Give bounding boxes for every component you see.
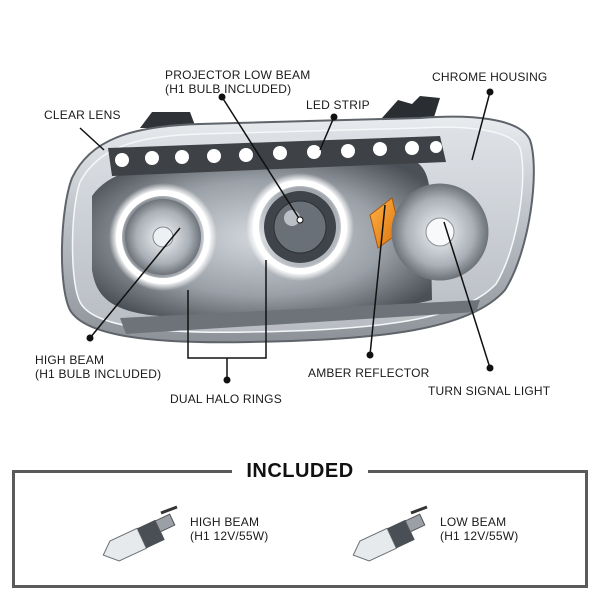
led-10 xyxy=(405,141,419,155)
label-high-beam: HIGH BEAM (H1 BULB INCLUDED) xyxy=(35,353,162,381)
led-8 xyxy=(341,144,355,158)
h1-bulb-icon-low xyxy=(352,505,428,562)
high-beam-center xyxy=(152,226,174,248)
label-amber-reflector: AMBER REFLECTOR xyxy=(308,366,430,380)
led-7 xyxy=(307,145,321,159)
high-beam-halo-ring xyxy=(116,190,210,284)
headlight-illustration xyxy=(61,88,535,384)
low-beam-halo-ring xyxy=(253,180,347,274)
h1-bulb-icon-high xyxy=(102,505,178,562)
led-6 xyxy=(273,146,287,160)
label-turn-signal-light: TURN SIGNAL LIGHT xyxy=(428,384,551,398)
included-title: INCLUDED xyxy=(232,458,368,484)
label-chrome-housing: CHROME HOUSING xyxy=(432,70,548,84)
led-11 xyxy=(430,141,442,153)
callout-lines xyxy=(79,91,491,380)
label-clear-lens: CLEAR LENS xyxy=(44,108,121,122)
label-led-strip: LED STRIP xyxy=(306,98,370,112)
led-1 xyxy=(115,153,129,167)
bottom-trim xyxy=(120,300,480,334)
label-dual-halo-rings: DUAL HALO RINGS xyxy=(170,392,282,406)
label-included-low-beam: LOW BEAM (H1 12V/55W) xyxy=(440,515,519,543)
callout-dots xyxy=(86,88,494,384)
led-4 xyxy=(207,149,221,163)
led-2 xyxy=(145,151,159,165)
led-9 xyxy=(373,142,387,156)
led-3 xyxy=(175,150,189,164)
led-strip-lights xyxy=(115,141,442,167)
label-projector-low-beam: PROJECTOR LOW BEAM (H1 BULB INCLUDED) xyxy=(165,68,311,96)
led-5 xyxy=(239,148,253,162)
turn-signal-bulb xyxy=(425,217,455,247)
projector-lens-inner xyxy=(273,200,327,254)
label-included-high-beam: HIGH BEAM (H1 12V/55W) xyxy=(190,515,269,543)
